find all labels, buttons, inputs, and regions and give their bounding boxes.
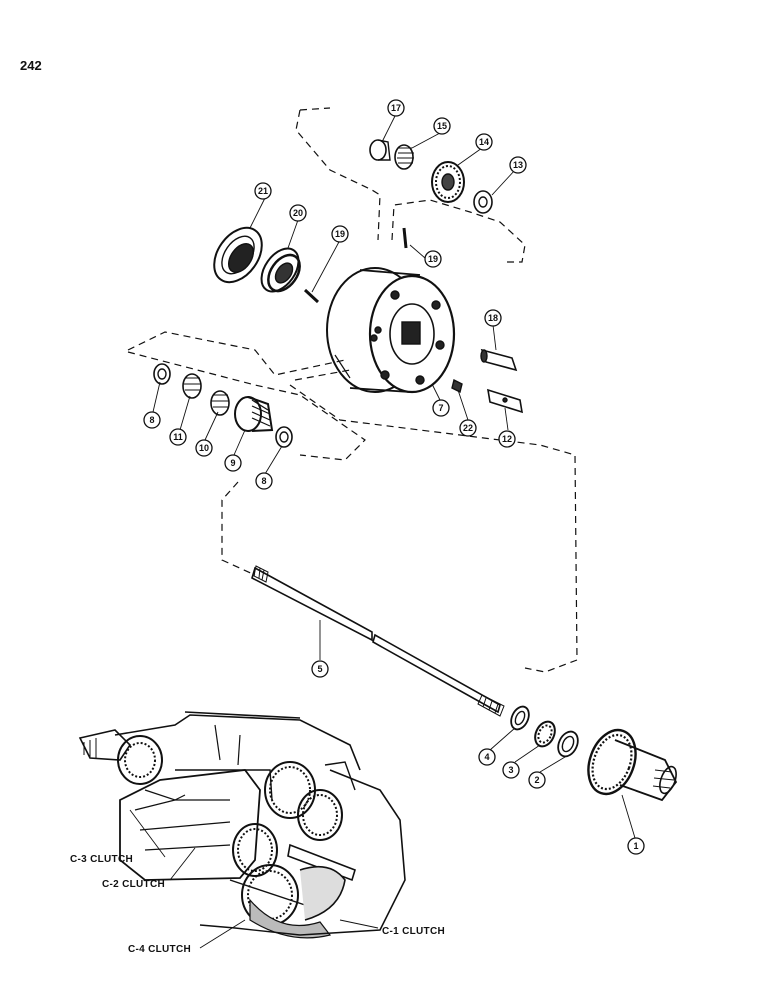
part-22-screw bbox=[451, 378, 463, 394]
label-c1-clutch: C-1 CLUTCH bbox=[382, 926, 445, 937]
part-7-carrier bbox=[326, 267, 456, 394]
callout-bubbles: 17 15 14 13 21 20 19 19 18 7 22 12 8 11 … bbox=[143, 99, 645, 855]
part-10-needle-bearing bbox=[210, 390, 230, 416]
part-18-pin bbox=[480, 348, 518, 372]
svg-text:22: 22 bbox=[463, 423, 473, 433]
callout-4: 4 bbox=[478, 748, 496, 766]
callout-10: 10 bbox=[195, 439, 213, 457]
part-3-thrust-bearing bbox=[534, 720, 556, 748]
svg-text:15: 15 bbox=[437, 121, 447, 131]
part-20-bearing bbox=[260, 247, 301, 293]
callout-9: 9 bbox=[224, 454, 242, 472]
svg-text:8: 8 bbox=[261, 476, 266, 486]
svg-text:21: 21 bbox=[258, 186, 268, 196]
svg-text:19: 19 bbox=[428, 254, 438, 264]
page-number: 242 bbox=[20, 58, 42, 73]
callout-18: 18 bbox=[484, 309, 502, 327]
part-13-washer bbox=[473, 190, 493, 214]
svg-text:1: 1 bbox=[633, 841, 638, 851]
svg-text:17: 17 bbox=[391, 103, 401, 113]
svg-text:2: 2 bbox=[534, 775, 539, 785]
part-11-needle-bearing bbox=[182, 373, 202, 399]
svg-text:11: 11 bbox=[173, 432, 183, 442]
callout-15: 15 bbox=[433, 117, 451, 135]
part-19-pin-left bbox=[303, 288, 320, 304]
callout-8-lower: 8 bbox=[255, 472, 273, 490]
callout-19-right: 19 bbox=[424, 250, 442, 268]
part-5-shaft bbox=[251, 565, 505, 717]
part-12-pin bbox=[486, 388, 524, 414]
leader-lines bbox=[129, 115, 636, 949]
svg-text:19: 19 bbox=[335, 229, 345, 239]
svg-text:3: 3 bbox=[508, 765, 513, 775]
callout-3: 3 bbox=[502, 761, 520, 779]
callout-14: 14 bbox=[475, 133, 493, 151]
callout-2: 2 bbox=[528, 771, 546, 789]
callout-12: 12 bbox=[498, 430, 516, 448]
part-19-pin-right bbox=[402, 227, 408, 249]
svg-text:8: 8 bbox=[149, 415, 154, 425]
svg-text:10: 10 bbox=[199, 443, 209, 453]
svg-text:4: 4 bbox=[484, 752, 489, 762]
callout-13: 13 bbox=[509, 156, 527, 174]
callout-1: 1 bbox=[627, 837, 645, 855]
part-17-bushing bbox=[369, 139, 391, 161]
part-2-washer bbox=[557, 730, 579, 758]
part-8-washer-upper bbox=[153, 363, 171, 385]
callout-11: 11 bbox=[169, 428, 187, 446]
part-1-output-gear bbox=[587, 728, 678, 802]
callout-22: 22 bbox=[459, 419, 477, 437]
svg-text:13: 13 bbox=[513, 160, 523, 170]
transmission-cutaway bbox=[78, 711, 406, 939]
callout-17: 17 bbox=[387, 99, 405, 117]
svg-text:7: 7 bbox=[438, 403, 443, 413]
svg-text:9: 9 bbox=[230, 458, 235, 468]
part-4-washer bbox=[510, 705, 530, 731]
svg-text:5: 5 bbox=[317, 664, 322, 674]
callout-20: 20 bbox=[289, 204, 307, 222]
part-9-gear bbox=[234, 396, 274, 432]
callout-7: 7 bbox=[432, 399, 450, 417]
svg-text:14: 14 bbox=[479, 137, 489, 147]
callout-5: 5 bbox=[311, 660, 329, 678]
svg-text:12: 12 bbox=[502, 434, 512, 444]
label-c2-clutch: C-2 CLUTCH bbox=[102, 879, 165, 890]
callout-19-left: 19 bbox=[331, 225, 349, 243]
callout-21: 21 bbox=[254, 182, 272, 200]
part-21-seal bbox=[213, 226, 263, 284]
label-c4-clutch: C-4 CLUTCH bbox=[128, 944, 191, 955]
part-15-needle-bearing bbox=[394, 144, 414, 170]
callout-8-upper: 8 bbox=[143, 411, 161, 429]
part-14-gear bbox=[431, 161, 465, 203]
svg-text:18: 18 bbox=[488, 313, 498, 323]
label-c3-clutch: C-3 CLUTCH bbox=[70, 854, 133, 865]
part-8-washer-lower bbox=[275, 426, 293, 448]
svg-text:20: 20 bbox=[293, 208, 303, 218]
dashed-group-outlines bbox=[127, 107, 578, 673]
